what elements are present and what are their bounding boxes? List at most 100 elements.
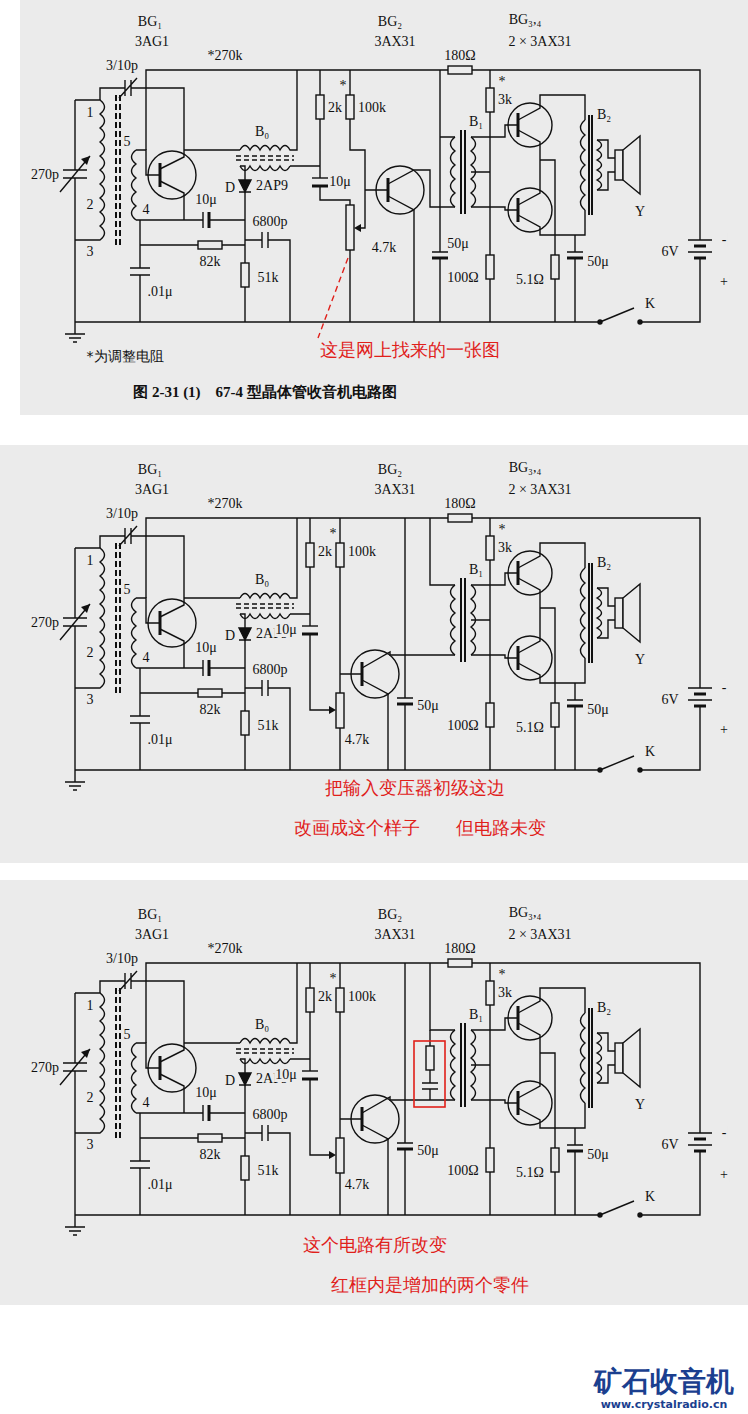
part-label: 6800p <box>252 663 289 677</box>
electrolytic-capacitor <box>432 257 448 260</box>
part-label: * <box>329 972 338 986</box>
part-label: 50μ <box>586 1148 610 1162</box>
part-label: 2k <box>317 545 333 559</box>
part-label: *270k <box>207 497 244 511</box>
part-label: * <box>339 79 348 93</box>
part-label: 100Ω <box>446 1164 479 1178</box>
part-label: 50μ <box>416 699 440 713</box>
part-label: - <box>721 1126 728 1140</box>
part-label: K <box>644 745 656 759</box>
part-label: BG₂ <box>377 463 403 477</box>
panel-ground <box>0 880 748 1305</box>
part-label: 3 <box>86 693 95 707</box>
part-label: 3k <box>497 93 513 107</box>
annotation-text: 这是网上找来的一张图 <box>319 341 501 359</box>
part-label: .01μ <box>146 285 173 299</box>
part-label: B₀ <box>254 125 270 139</box>
annotation-text: 这个电路有所改变 <box>302 1236 448 1254</box>
schematic-common <box>60 514 712 790</box>
part-label: 3k <box>497 541 513 555</box>
part-label: 6800p <box>252 1108 289 1122</box>
part-label: BG₁ <box>137 15 163 29</box>
part-label: 10μ <box>274 623 298 637</box>
part-label: + <box>719 275 729 289</box>
resistor-symbol <box>316 95 324 119</box>
part-label: 2 <box>86 646 95 660</box>
part-label: 82k <box>199 703 222 717</box>
added-parts <box>414 1030 445 1107</box>
part-label: 180Ω <box>443 942 476 956</box>
transistor-base <box>387 178 390 202</box>
part-label: 51k <box>257 719 280 733</box>
part-label: 3/10p <box>105 507 139 521</box>
stage-two <box>290 518 455 770</box>
part-label: BG₁ <box>137 463 163 477</box>
part-label: B₁ <box>468 1008 484 1022</box>
part-label: 100k <box>347 990 377 1004</box>
part-label: 3 <box>86 1138 95 1152</box>
part-label: 50μ <box>586 703 610 717</box>
part-label: D <box>224 629 236 643</box>
part-label: 10μ <box>194 1086 218 1100</box>
part-label: 3AX31 <box>373 928 416 942</box>
part-label: + <box>719 723 729 737</box>
part-label: - <box>721 233 728 247</box>
part-label: B₂ <box>596 1001 612 1015</box>
part-label: 1 <box>86 554 95 568</box>
part-label: B₂ <box>596 556 612 570</box>
stage-two <box>290 963 455 1215</box>
part-label: + <box>719 1168 729 1182</box>
part-label: 180Ω <box>443 497 476 511</box>
part-label: B₁ <box>468 563 484 577</box>
part-label: D <box>224 181 236 195</box>
part-label: B₀ <box>254 1018 270 1032</box>
part-label: 3k <box>497 986 513 1000</box>
part-label: 6V <box>660 693 679 707</box>
part-label: *270k <box>207 49 244 63</box>
part-label: 2AP9 <box>255 179 289 193</box>
part-label: 1 <box>86 999 95 1013</box>
panel-ground <box>20 0 748 415</box>
part-label: 100k <box>357 101 387 115</box>
resistor-symbol <box>426 1046 434 1070</box>
part-label: 82k <box>199 1148 222 1162</box>
part-label: 10μ <box>328 175 352 189</box>
arrow-head <box>354 224 361 232</box>
schematic-common <box>60 959 712 1235</box>
annotation-text: 改画成这个样子 但电路未变 <box>293 819 547 837</box>
part-label: B₀ <box>254 573 270 587</box>
part-label: 4 <box>142 651 151 665</box>
part-label: 5.1Ω <box>515 721 545 735</box>
part-label: Y <box>634 205 646 219</box>
part-label: BG₃,₄ <box>508 906 543 920</box>
part-label: 50μ <box>446 237 470 251</box>
part-label: 5 <box>123 583 132 597</box>
part-label: 5 <box>123 1028 132 1042</box>
part-label: .01μ <box>146 1178 173 1192</box>
potentiometer-symbol <box>346 205 354 250</box>
highlight-box <box>414 1041 445 1107</box>
part-label: 4 <box>142 203 151 217</box>
schematic-panel-3 <box>60 959 712 1235</box>
part-label: 10μ <box>194 193 218 207</box>
part-label: 100k <box>347 545 377 559</box>
part-label: *270k <box>207 942 244 956</box>
part-label: 2 <box>86 198 95 212</box>
part-label: * <box>329 527 338 541</box>
part-label: 10μ <box>194 641 218 655</box>
part-label: 50μ <box>416 1144 440 1158</box>
part-label: 100Ω <box>446 271 479 285</box>
part-label: K <box>644 297 656 311</box>
part-label: 1 <box>86 106 95 120</box>
part-label: .01μ <box>146 733 173 747</box>
part-label: 3AX31 <box>373 483 416 497</box>
wire <box>388 170 455 322</box>
capacitor-symbol <box>422 1083 438 1089</box>
part-label: 51k <box>257 271 280 285</box>
part-label: 2k <box>317 990 333 1004</box>
electrolytic-capacitor <box>312 177 328 178</box>
part-label: 100Ω <box>446 719 479 733</box>
part-label: 2 × 3AX31 <box>507 483 572 497</box>
part-label: 3AG1 <box>134 483 170 497</box>
